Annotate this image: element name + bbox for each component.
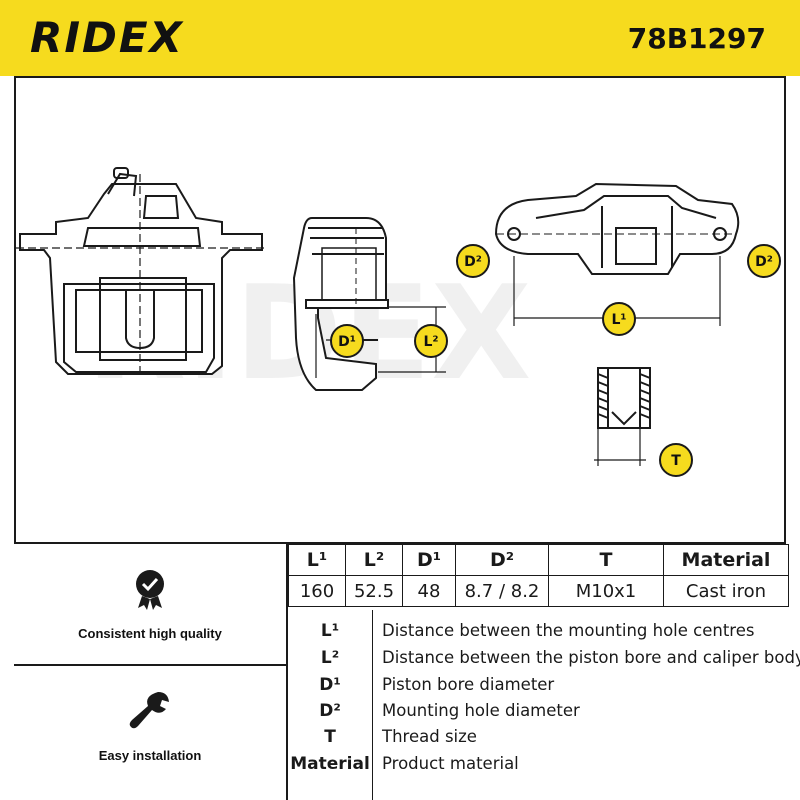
spec-header-row: L¹ L² D¹ D² T Material bbox=[288, 544, 789, 576]
feature-quality-label: Consistent high quality bbox=[78, 626, 222, 641]
frame-left-border bbox=[14, 76, 16, 543]
quality-badge-icon bbox=[136, 570, 164, 610]
legend-row: D¹ Piston bore diameter bbox=[288, 672, 786, 698]
badge-d2-right: D² bbox=[747, 244, 781, 278]
badge-d1: D¹ bbox=[330, 324, 364, 358]
legend-key: L² bbox=[320, 648, 340, 668]
technical-drawings: RIDEX bbox=[16, 78, 784, 542]
spec-value-l2: 52.5 bbox=[345, 575, 403, 607]
badge-l1: L¹ bbox=[602, 302, 636, 336]
piston-section-view bbox=[292, 217, 446, 391]
part-number: 78B1297 bbox=[627, 22, 766, 55]
legend-row: T Thread size bbox=[288, 724, 786, 750]
frame-right-border bbox=[784, 76, 786, 543]
spec-header-l2: L² bbox=[345, 544, 403, 576]
badge-l2-label: L² bbox=[423, 334, 438, 350]
spec-header-l1: L¹ bbox=[288, 544, 346, 576]
legend-separator bbox=[372, 610, 373, 800]
header-band: RIDEX 78B1297 bbox=[0, 0, 800, 76]
thread-detail-view bbox=[594, 367, 651, 466]
legend-row: L² Distance between the piston bore and … bbox=[288, 645, 800, 671]
wrench-icon bbox=[129, 692, 169, 729]
legend-row: Material Product material bbox=[288, 751, 786, 777]
legend-description: Distance between the mounting hole centr… bbox=[382, 621, 755, 640]
spec-value-d2: 8.7 / 8.2 bbox=[455, 575, 549, 607]
features-divider bbox=[14, 664, 286, 666]
lower-section-border bbox=[14, 542, 786, 544]
legend-description: Mounting hole diameter bbox=[382, 701, 580, 720]
caliper-front-view bbox=[16, 167, 266, 378]
spec-value-d1: 48 bbox=[402, 575, 456, 607]
spec-value-material: Cast iron bbox=[663, 575, 789, 607]
badge-d2-left-label: D² bbox=[464, 254, 482, 270]
legend-description: Distance between the piston bore and cal… bbox=[382, 648, 800, 667]
frame-top-border bbox=[14, 76, 786, 78]
features-panel: Consistent high quality Easy installatio… bbox=[14, 544, 288, 800]
badge-d1-label: D¹ bbox=[338, 334, 356, 350]
legend-key: L¹ bbox=[320, 621, 340, 641]
spec-value-t: M10x1 bbox=[548, 575, 664, 607]
legend-key: D² bbox=[319, 701, 341, 721]
brand-logo: RIDEX bbox=[30, 13, 184, 62]
badge-l2: L² bbox=[414, 324, 448, 358]
badge-l1-label: L¹ bbox=[611, 312, 626, 328]
legend-key: D¹ bbox=[319, 675, 341, 695]
spec-legend: L¹ Distance between the mounting hole ce… bbox=[288, 610, 800, 800]
spec-value-l1: 160 bbox=[288, 575, 346, 607]
spec-header-material: Material bbox=[663, 544, 789, 576]
legend-key: Material bbox=[290, 754, 370, 774]
badge-d2-left: D² bbox=[456, 244, 490, 278]
legend-row: L¹ Distance between the mounting hole ce… bbox=[288, 618, 786, 644]
feature-installation-label: Easy installation bbox=[98, 748, 202, 763]
legend-description: Piston bore diameter bbox=[382, 675, 555, 694]
badge-t-label: T bbox=[671, 453, 681, 469]
legend-key: T bbox=[324, 727, 336, 747]
caliper-side-view bbox=[494, 182, 740, 326]
spec-value-row: 160 52.5 48 8.7 / 8.2 M10x1 Cast iron bbox=[288, 575, 789, 607]
legend-row: D² Mounting hole diameter bbox=[288, 698, 786, 724]
spec-header-d1: D¹ bbox=[402, 544, 456, 576]
drawings-svg: RIDEX bbox=[16, 167, 781, 477]
spec-header-d2: D² bbox=[455, 544, 549, 576]
legend-description: Thread size bbox=[382, 727, 477, 746]
badge-t: T bbox=[659, 443, 693, 477]
legend-description: Product material bbox=[382, 754, 519, 773]
spec-table: L¹ L² D¹ D² T Material 160 52.5 48 8.7 /… bbox=[288, 544, 789, 607]
badge-d2-right-label: D² bbox=[755, 254, 773, 270]
spec-header-t: T bbox=[548, 544, 664, 576]
